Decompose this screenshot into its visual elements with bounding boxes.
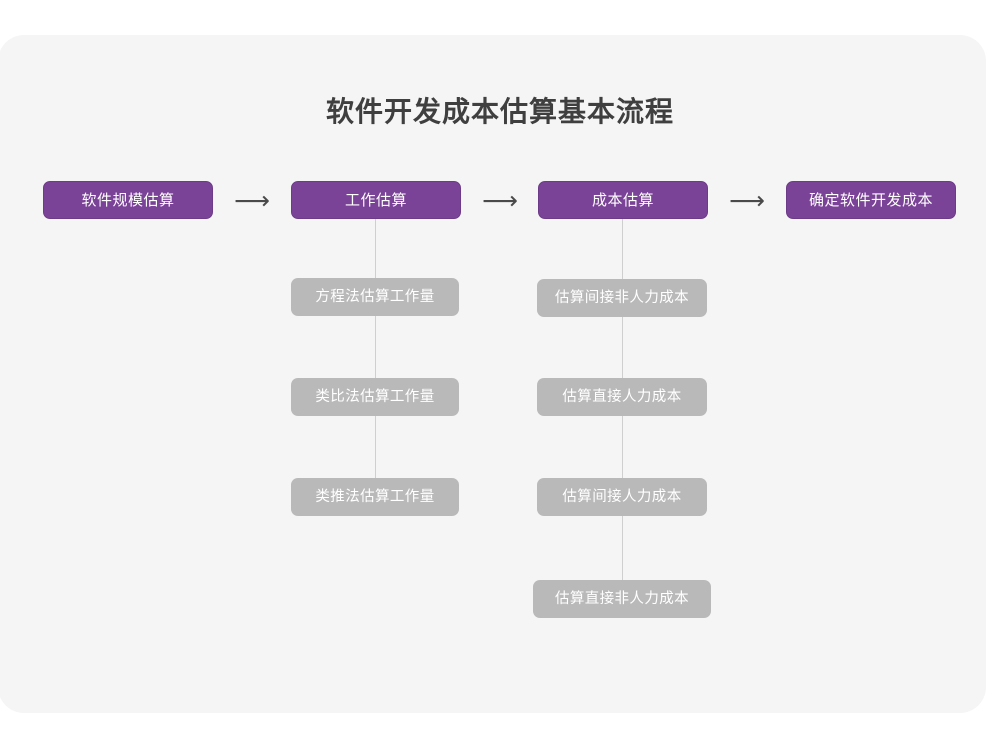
branch-node-indirect-non-labor-cost[interactable]: 估算间接非人力成本: [537, 279, 707, 317]
connector-work-2: [375, 316, 376, 378]
diagram-card: [0, 35, 986, 713]
branch-node-equation-method-workload[interactable]: 方程法估算工作量: [291, 278, 459, 316]
branch-node-direct-non-labor-cost[interactable]: 估算直接非人力成本: [533, 580, 711, 618]
flow-arrow-2-icon: ⟶: [482, 186, 518, 215]
flow-node-work-estimation[interactable]: 工作估算: [291, 181, 461, 219]
connector-cost-3: [622, 416, 623, 478]
connector-cost-2: [622, 317, 623, 378]
page-title: 软件开发成本估算基本流程: [325, 95, 674, 128]
connector-cost-1: [622, 219, 623, 279]
connector-work-3: [375, 416, 376, 478]
flow-arrow-3-icon: ⟶: [729, 186, 765, 215]
flow-node-cost-estimation[interactable]: 成本估算: [538, 181, 708, 219]
flow-arrow-1-icon: ⟶: [234, 186, 270, 215]
flow-node-software-scale-estimation[interactable]: 软件规模估算: [43, 181, 213, 219]
connector-work-1: [375, 219, 376, 278]
branch-node-analogy-method-workload[interactable]: 类比法估算工作量: [291, 378, 459, 416]
branch-node-indirect-labor-cost[interactable]: 估算间接人力成本: [537, 478, 707, 516]
branch-node-inference-method-workload[interactable]: 类推法估算工作量: [291, 478, 459, 516]
connector-cost-4: [622, 516, 623, 580]
branch-node-direct-labor-cost[interactable]: 估算直接人力成本: [537, 378, 707, 416]
flow-node-determine-development-cost[interactable]: 确定软件开发成本: [786, 181, 956, 219]
